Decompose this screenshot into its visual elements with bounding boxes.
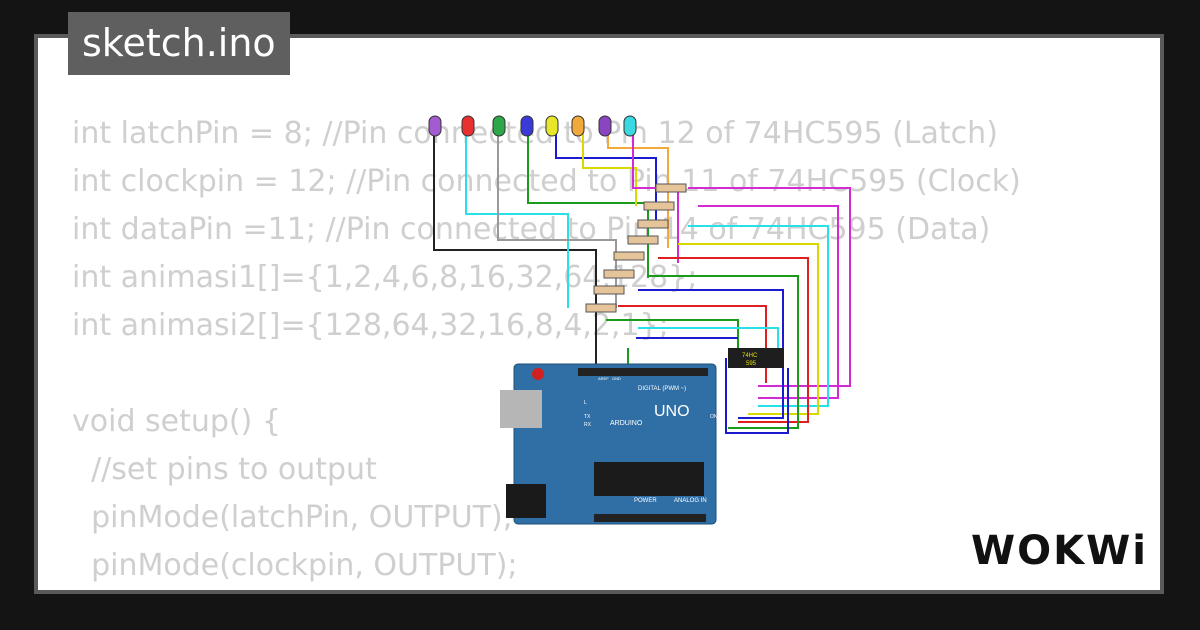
code-background: int latchPin = 8; //Pin connected to Pin…	[72, 116, 1021, 583]
file-tab[interactable]: sketch.ino	[68, 12, 290, 75]
board-maker: ARDUINO	[610, 420, 643, 427]
board-on-label: ON	[710, 414, 718, 420]
board-power-label: POWER	[634, 498, 657, 504]
chip-label-line2: 595	[746, 361, 757, 367]
board-analog-label: ANALOG IN	[674, 498, 707, 504]
wokwi-logo: WOKWi	[971, 528, 1148, 574]
board-gnd-label: GND	[612, 376, 621, 381]
board-name: UNO	[654, 403, 690, 420]
board-tx-label: TX	[584, 414, 591, 420]
circuit-diagram: 74HC 595 DIGITAL (PWM ~) UNO ARDUINO POW…	[428, 115, 851, 525]
chip-label-line1: 74HC	[742, 353, 758, 359]
board-rx-label: RX	[584, 422, 592, 428]
board-l-label: L	[584, 400, 587, 406]
preview-card: int latchPin = 8; //Pin connected to Pin…	[34, 34, 1164, 594]
board-aref-label: AREF	[598, 376, 609, 381]
board-digital-label: DIGITAL (PWM ~)	[638, 386, 686, 392]
